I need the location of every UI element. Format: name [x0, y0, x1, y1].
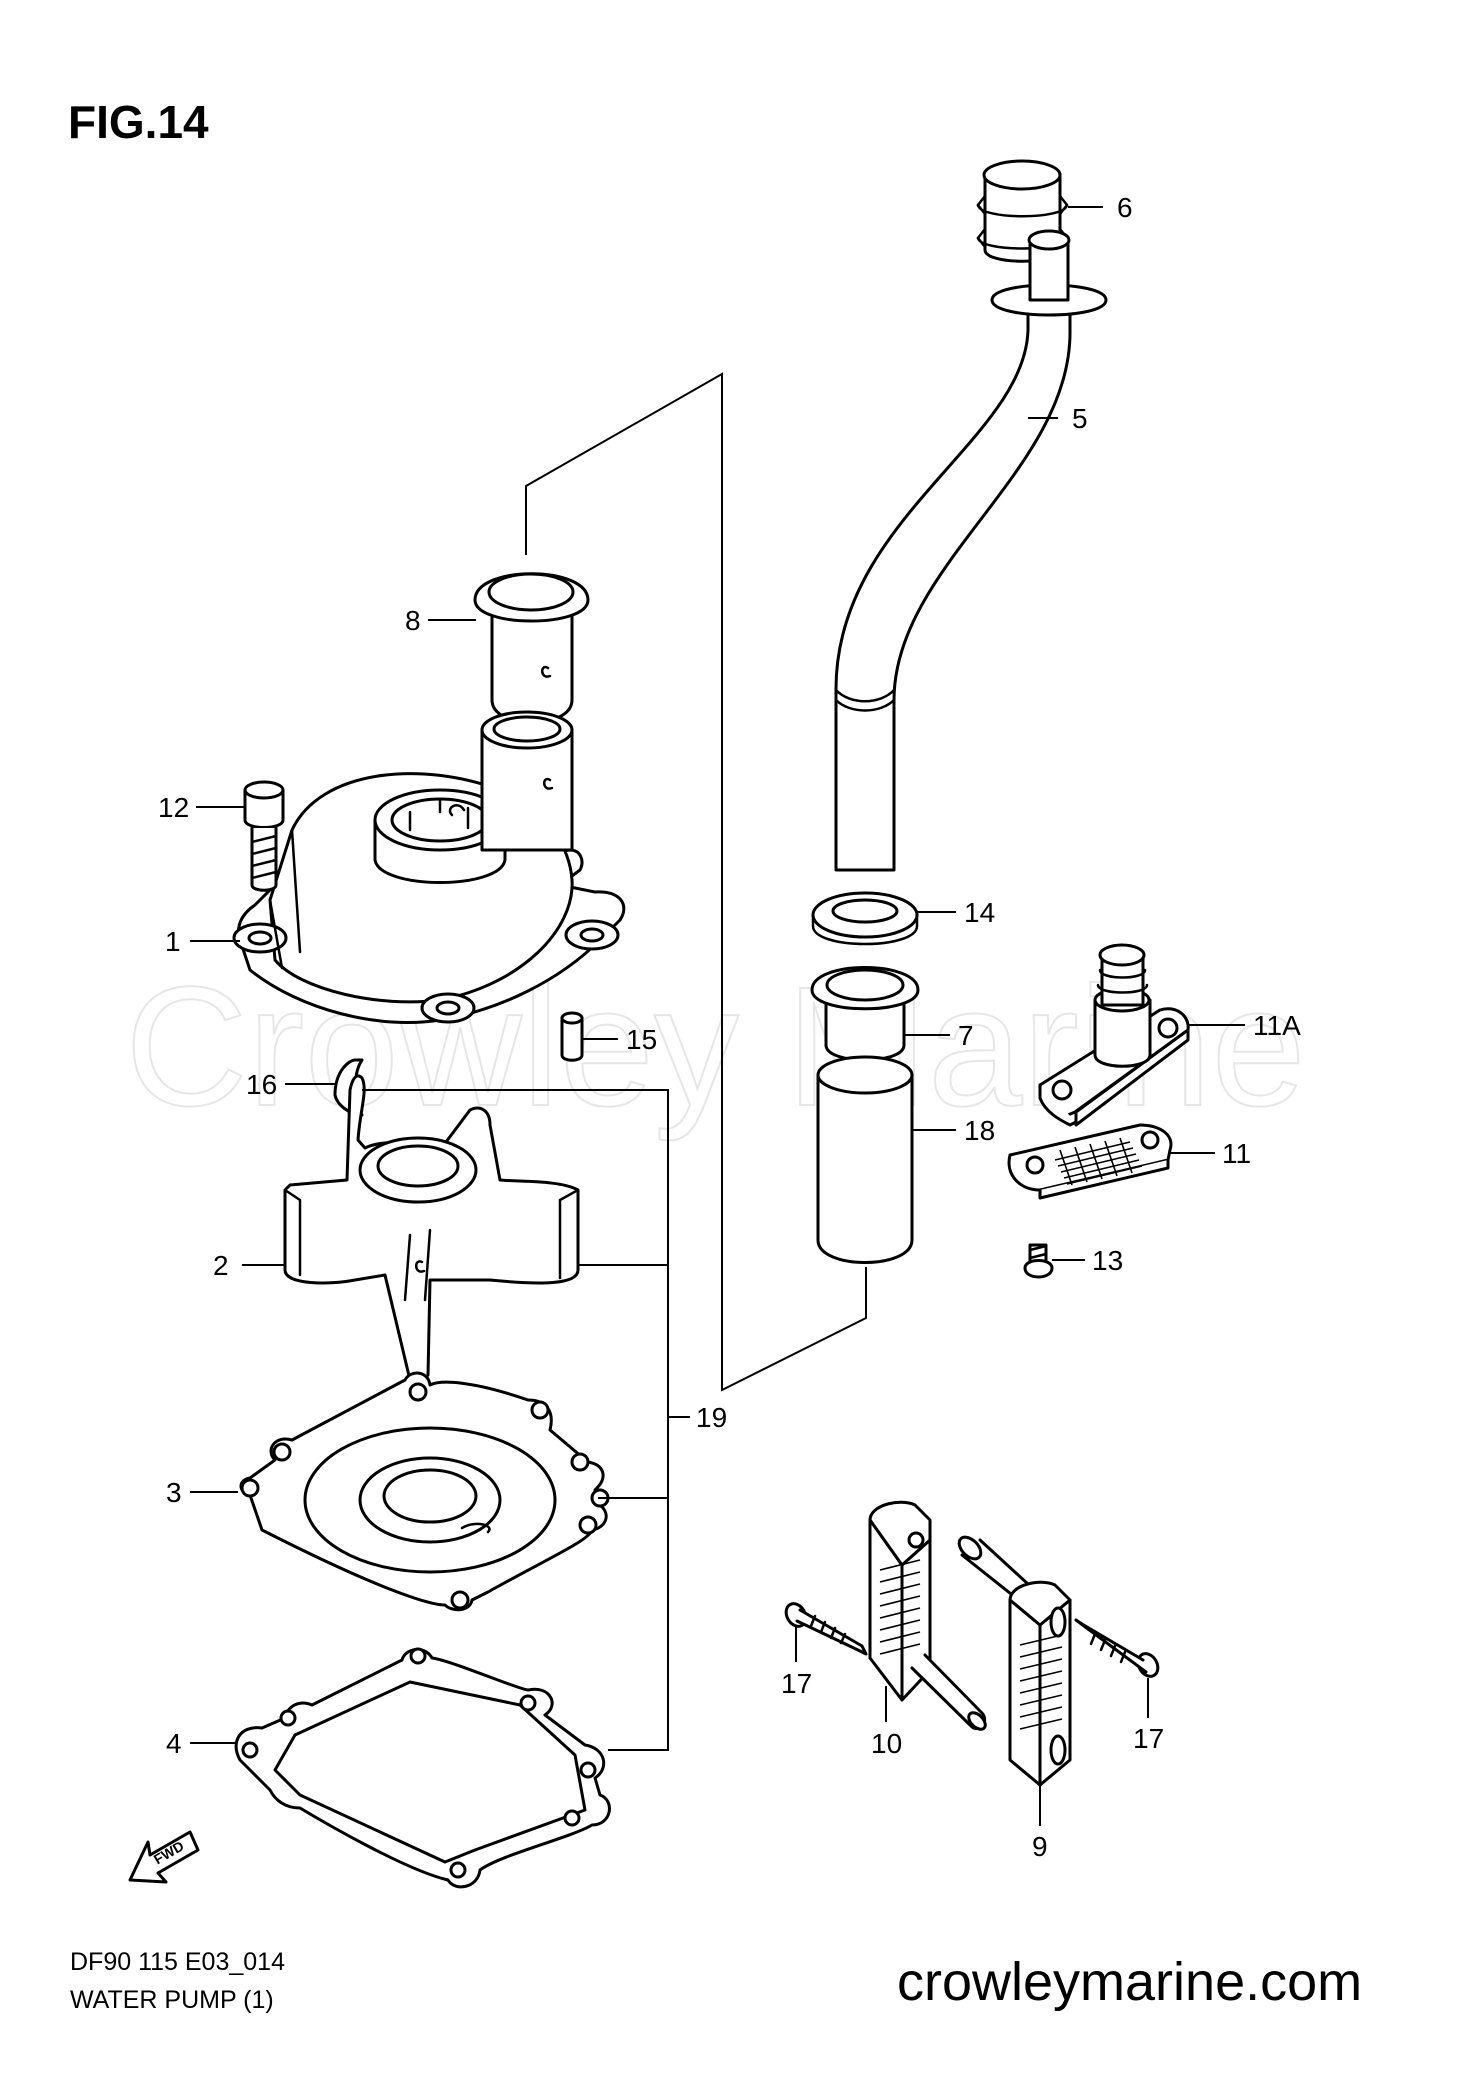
fwd-arrow-icon: FWD: [128, 1830, 200, 1884]
part-1-pump-case: [232, 710, 626, 1024]
part-18-sleeve: [816, 1055, 914, 1264]
diagram-subtitle: WATER PUMP (1): [70, 1986, 274, 2014]
callout-10: 10: [871, 1728, 902, 1759]
part-17-screw-right: [1074, 1618, 1160, 1678]
callout-6: 6: [1117, 192, 1133, 223]
callout-19: 19: [696, 1402, 727, 1433]
diagram-code: DF90 115 E03_014: [70, 1948, 285, 1976]
part-3-plate: [239, 1371, 610, 1612]
part-4-gasket: [234, 1647, 611, 1889]
part-5-water-tube: [834, 229, 1108, 872]
callout-15: 15: [626, 1024, 657, 1055]
part-11-strainer: [1007, 1123, 1173, 1200]
callout-17-left: 17: [781, 1668, 812, 1699]
part-12-bolt: [243, 780, 285, 892]
callout-1: 1: [165, 926, 181, 957]
callout-16: 16: [246, 1069, 277, 1100]
part-17-screw-left: [784, 1602, 868, 1656]
callout-9: 9: [1032, 1831, 1048, 1862]
part-15-dowel-pin: [560, 1011, 584, 1062]
part-9-bracket: [957, 1535, 1072, 1787]
callout-8: 8: [405, 605, 421, 636]
part-7-bushing: [810, 966, 920, 1062]
callout-5: 5: [1072, 403, 1088, 434]
site-link[interactable]: crowleymarine.com: [897, 1952, 1362, 2012]
callout-11a: 11A: [1253, 1010, 1301, 1041]
part-14-seal-ring: [811, 891, 919, 946]
callout-14: 14: [964, 897, 995, 928]
callout-4: 4: [166, 1728, 182, 1759]
callout-11: 11: [1222, 1138, 1251, 1169]
callouts: 6 5 8 12 1 15 16 2 19 3 4 14 7 18 11A 11…: [158, 192, 1301, 1862]
callout-12: 12: [158, 792, 189, 823]
part-10-bracket: [868, 1500, 987, 1731]
figure-label: FIG.14: [68, 96, 209, 148]
callout-13: 13: [1092, 1245, 1123, 1276]
callout-7: 7: [958, 1020, 974, 1051]
callout-18: 18: [964, 1115, 995, 1146]
leader-lines: [190, 206, 1245, 1826]
part-13-screw: [1023, 1243, 1054, 1279]
callout-3: 3: [166, 1477, 182, 1508]
part-11a-filter-assembly: [1038, 943, 1190, 1127]
callout-2: 2: [213, 1250, 229, 1281]
part-8-pump-bushing: [473, 572, 590, 724]
callout-17-right: 17: [1133, 1723, 1164, 1754]
